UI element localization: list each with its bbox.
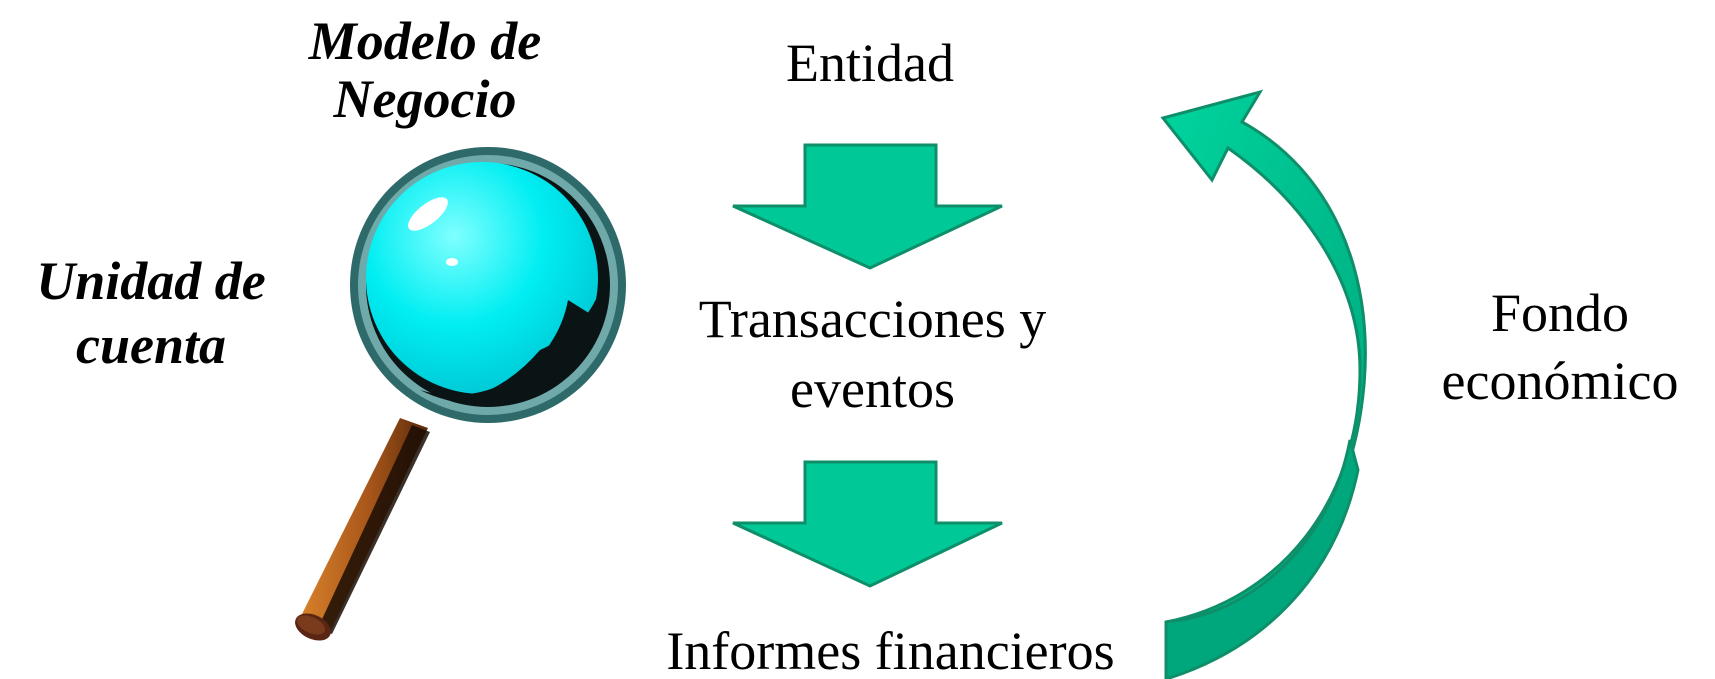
informes-financieros-label: Informes financieros: [666, 621, 1115, 679]
unidad-line1: Unidad de: [36, 251, 266, 311]
down-arrow-icon: [732, 143, 1003, 270]
entidad-label: Entidad: [786, 33, 954, 93]
magnifier-handle: [295, 418, 430, 641]
transacciones-line1: Transacciones y: [698, 289, 1047, 349]
transacciones-eventos-label: Transacciones y eventos: [660, 292, 1085, 416]
modelo-line2: Negocio: [333, 69, 517, 129]
modelo-de-negocio-label: Modelo de Negocio: [270, 14, 580, 126]
fondo-economico-label: Fondo económico: [1415, 286, 1705, 408]
magnifying-glass-icon: [295, 147, 626, 641]
fondo-line1: Fondo: [1490, 283, 1630, 343]
lens-highlight: [408, 197, 448, 231]
modelo-line1: Modelo de: [308, 11, 542, 71]
fondo-line2: económico: [1441, 351, 1679, 411]
unidad-line2: cuenta: [75, 315, 226, 375]
down-arrow-icon: [732, 460, 1003, 588]
unidad-de-cuenta-label: Unidad de cuenta: [6, 254, 296, 372]
curved-return-arrow-icon: [1160, 89, 1367, 679]
transacciones-line2: eventos: [790, 359, 955, 419]
